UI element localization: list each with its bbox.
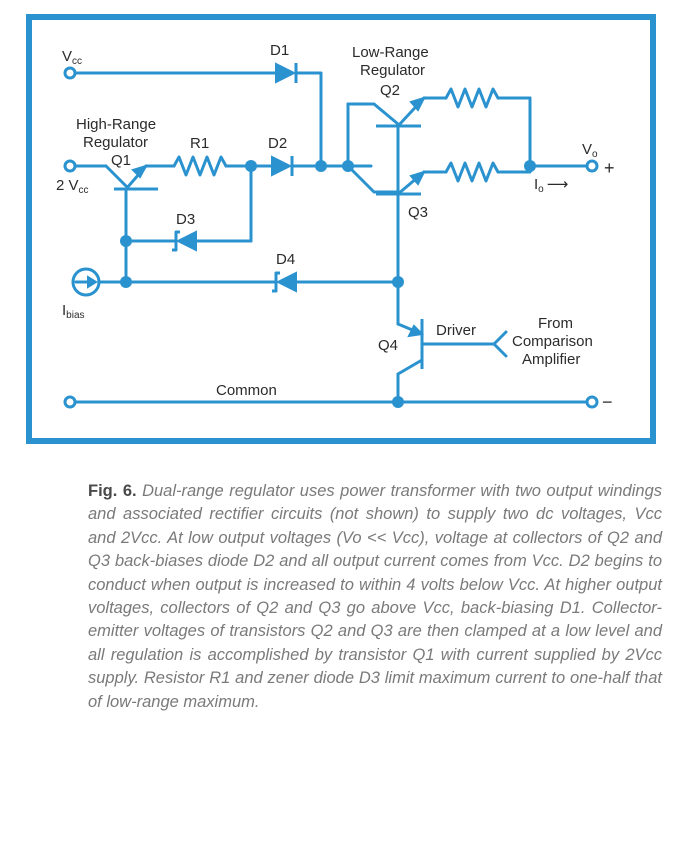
junction-dots <box>120 160 536 408</box>
vcc-terminal <box>63 66 77 80</box>
q2-label: Q2 <box>380 82 400 99</box>
caption-text: Dual-range regulator uses power transfor… <box>88 482 662 711</box>
zener-d3 <box>124 164 253 252</box>
q3-transistor <box>374 170 448 196</box>
vcc-label: Vcc <box>62 48 82 67</box>
figure-number: Fig. 6. <box>88 482 137 500</box>
plus-sign: + <box>604 158 615 178</box>
circuit-diagram: Vcc D1 Low-Range Regulator Q2 High-Range… <box>26 14 656 444</box>
from-label-line3: Amplifier <box>522 351 580 368</box>
two-vcc-terminal <box>63 159 77 173</box>
q4-transistor <box>396 319 508 404</box>
ibias-label: Ibias <box>62 302 85 321</box>
d1-label: D1 <box>270 42 289 59</box>
diode-d1 <box>275 62 298 84</box>
q1-label: Q1 <box>111 152 131 169</box>
q1-transistor <box>71 164 158 191</box>
from-label-line1: From <box>538 315 573 332</box>
figure-frame <box>26 14 656 444</box>
ibias-source <box>71 267 128 297</box>
io-label: Io⟶ <box>534 176 568 195</box>
common-label: Common <box>216 382 277 399</box>
minus-sign: − <box>602 392 613 412</box>
vo-label: Vo <box>582 141 598 160</box>
d2-label: D2 <box>268 135 287 152</box>
common-right-terminal <box>585 395 599 409</box>
q4-label: Q4 <box>378 337 398 354</box>
high-range-label-line2: Regulator <box>83 134 148 151</box>
vcc-wire <box>71 71 323 168</box>
from-label-line2: Comparison <box>512 333 593 350</box>
q2-emitter-resistor <box>444 87 532 168</box>
d4-label: D4 <box>276 251 295 268</box>
q3-emitter-resistor <box>444 161 590 183</box>
low-range-label-line2: Regulator <box>360 62 425 79</box>
two-vcc-label: 2 Vcc <box>56 177 89 196</box>
driver-label: Driver <box>436 322 476 339</box>
d3-label: D3 <box>176 211 195 228</box>
r1-label: R1 <box>190 135 209 152</box>
figure-caption: Fig. 6. Dual-range regulator uses power … <box>88 480 662 714</box>
common-left-terminal <box>63 395 77 409</box>
q3-collector-wire <box>346 164 376 194</box>
diode-d2 <box>271 155 373 177</box>
low-range-label-line1: Low-Range <box>352 44 429 61</box>
vo-terminal <box>585 159 599 173</box>
zener-d4 <box>124 271 400 293</box>
high-range-label-line1: High-Range <box>76 116 156 133</box>
q3-label: Q3 <box>408 204 428 221</box>
schematic: Vcc D1 Low-Range Regulator Q2 High-Range… <box>26 14 656 444</box>
